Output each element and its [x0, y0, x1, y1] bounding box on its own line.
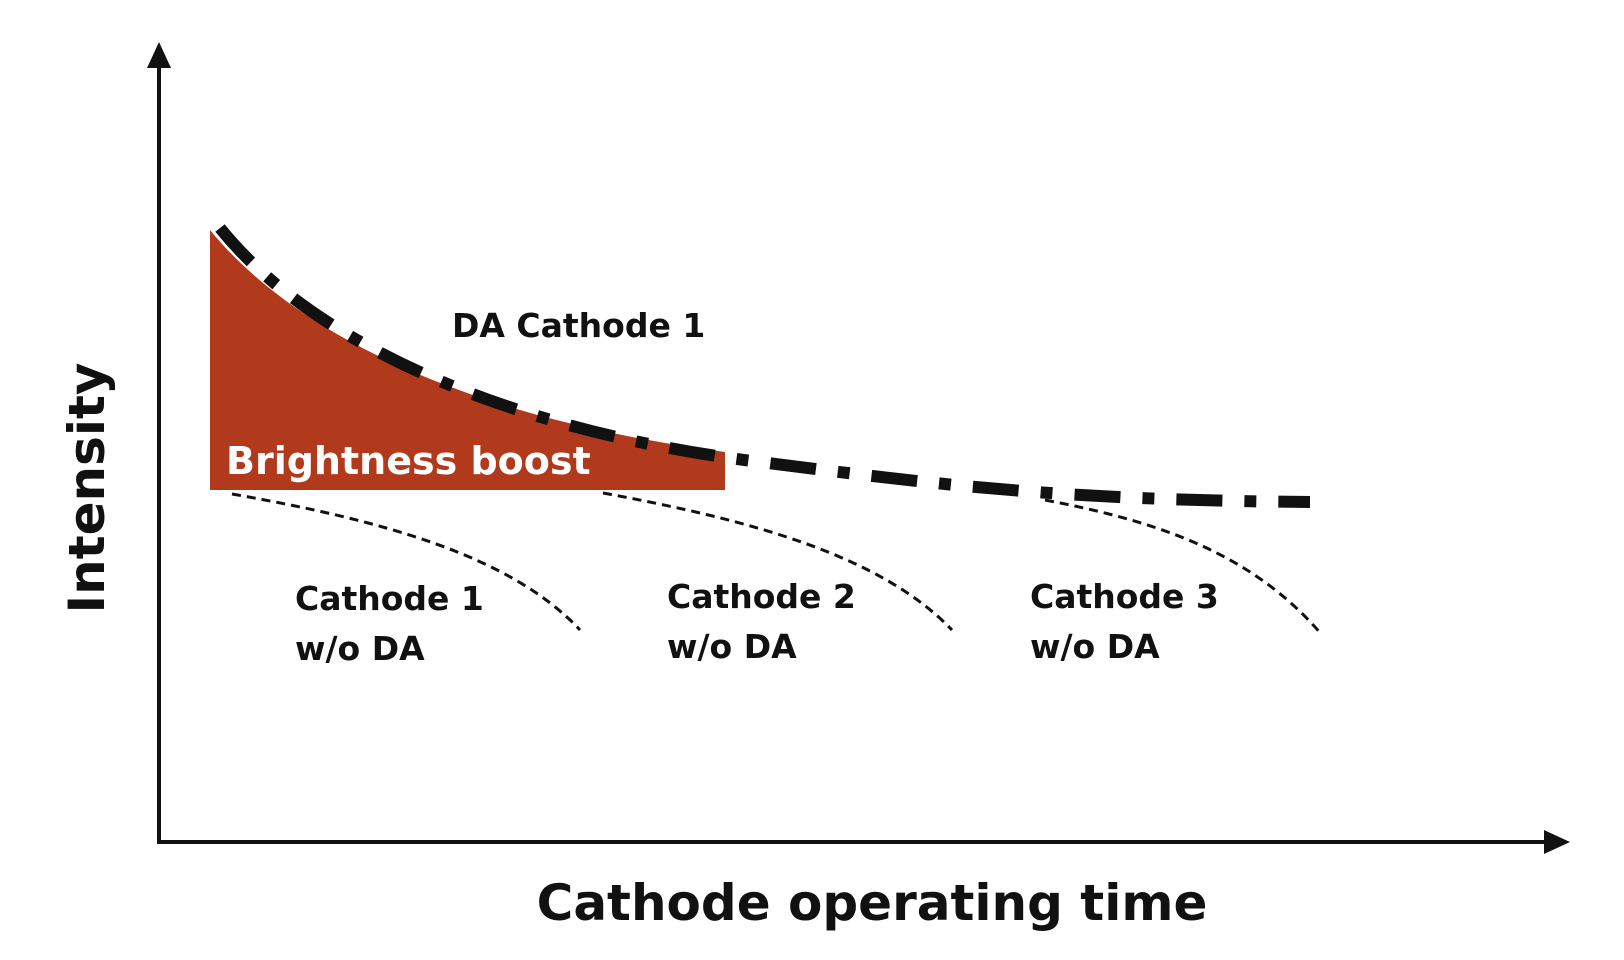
- da-cathode-curve: [215, 224, 1311, 508]
- cathode2-label-line2: w/o DA: [667, 627, 797, 666]
- arrow-right-icon: [1544, 830, 1570, 854]
- cathode1-label-line1: Cathode 1: [295, 579, 484, 618]
- cathode2-curve: [602, 491, 954, 632]
- cathode3-label-line2: w/o DA: [1030, 627, 1160, 666]
- cathode2-label-line1: Cathode 2: [667, 577, 856, 616]
- cathode3-label-line1: Cathode 3: [1030, 577, 1219, 616]
- cathode3-curve: [1044, 498, 1324, 636]
- cathode1-label-line2: w/o DA: [295, 629, 425, 668]
- brightness-boost-region: [210, 230, 725, 490]
- x-axis-label: Cathode operating time: [537, 874, 1208, 932]
- arrow-up-icon: [147, 42, 171, 68]
- y-axis-label: Intensity: [58, 362, 116, 613]
- brightness-boost-label: Brightness boost: [226, 439, 591, 483]
- cathode1-curve: [231, 492, 582, 632]
- da-cathode-label: DA Cathode 1: [452, 306, 705, 345]
